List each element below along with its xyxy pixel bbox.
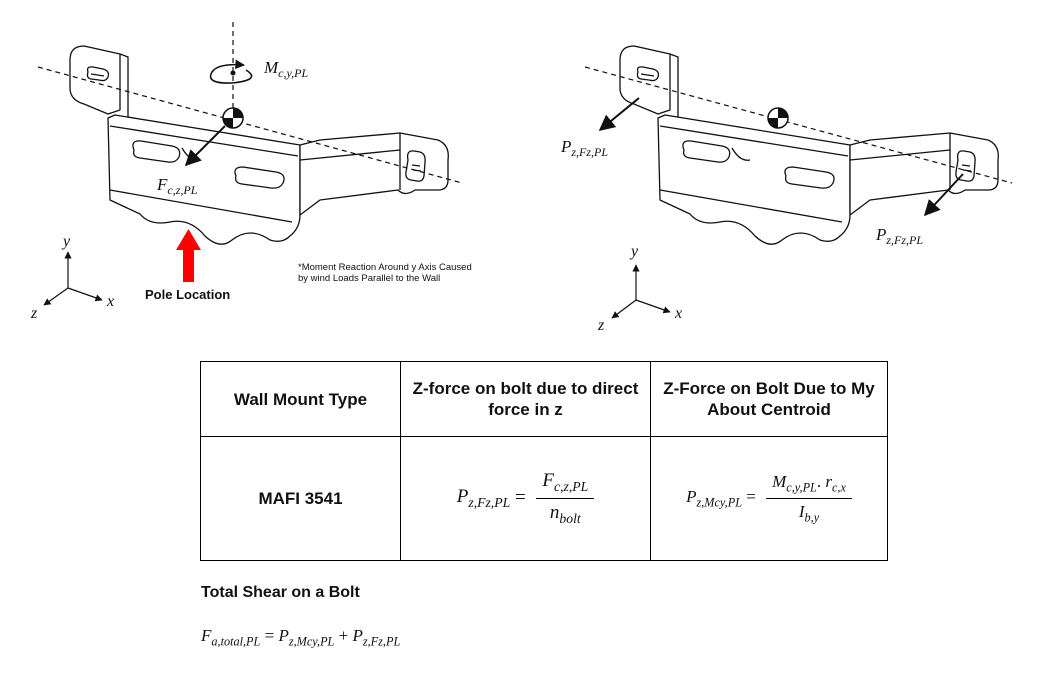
pole-location-label: Pole Location (145, 287, 231, 302)
moment-force-formula: Pz,Mcy,PL = Mc,y,PL. rc,x Ib,y (686, 472, 852, 524)
left-bracket-drawing (69, 45, 449, 245)
direct-force-formula-cell: Pz,Fz,PL = Fc,z,PL nbolt (400, 436, 651, 561)
left-axes (43, 251, 103, 306)
force-arrow-pz-right-bolt (923, 173, 964, 217)
right-axes (611, 264, 671, 319)
wall-mount-type-cell: MAFI 3541 (200, 436, 401, 561)
bolt-force-table: Wall Mount Type Z-force on bolt due to d… (200, 361, 888, 561)
total-shear-title: Total Shear on a Bolt (201, 584, 360, 601)
direct-force-formula: Pz,Fz,PL = Fc,z,PL nbolt (457, 470, 595, 526)
force-arrow-fcz (184, 125, 226, 167)
centroid-symbol-left (222, 107, 244, 129)
force-label-pz-left: Pz,Fz,PL (560, 137, 608, 159)
bracket-diagrams: Mc,y,PL Fc,z,PL y x z Pz,Fz,PL Pz,Fz,PL … (30, 22, 1013, 334)
table-row: MAFI 3541 Pz,Fz,PL = Fc,z,PL nbolt Pz,Mc… (200, 436, 888, 561)
force-label-pz-right: Pz,Fz,PL (875, 225, 923, 247)
total-shear-formula: Fa,total,PL = Pz,Mcy,PL + Pz,Fz,PL (201, 626, 401, 649)
header-wall-mount-type: Wall Mount Type (200, 361, 401, 437)
left-axis-x-label: x (106, 293, 114, 310)
right-bolt-line (584, 66, 1013, 184)
moment-force-formula-cell: Pz,Mcy,PL = Mc,y,PL. rc,x Ib,y (650, 436, 888, 561)
moment-note: *Moment Reaction Around y Axis Caused by… (298, 262, 472, 284)
pole-location-arrow (176, 229, 201, 282)
moment-rotation-arrow (209, 59, 253, 84)
right-axis-x-label: x (674, 305, 682, 322)
header-moment-force: Z-Force on Bolt Due to My About Centroid (650, 361, 888, 437)
centroid-symbol-right (767, 107, 789, 129)
moment-label-mcy: Mc,y,PL (263, 58, 308, 80)
moment-pivot-dot (230, 70, 236, 76)
left-bolt-line (37, 66, 463, 184)
right-axis-z-label: z (597, 317, 605, 334)
force-label-fcz: Fc,z,PL (156, 175, 198, 197)
force-arrow-pz-left-bolt (598, 97, 640, 132)
right-bracket-drawing (619, 45, 999, 245)
right-axis-y-label: y (629, 243, 639, 260)
header-direct-force: Z-force on bolt due to direct force in z (400, 361, 651, 437)
left-axis-y-label: y (61, 233, 71, 250)
left-axis-z-label: z (30, 305, 38, 322)
table-header-row: Wall Mount Type Z-force on bolt due to d… (200, 361, 888, 437)
